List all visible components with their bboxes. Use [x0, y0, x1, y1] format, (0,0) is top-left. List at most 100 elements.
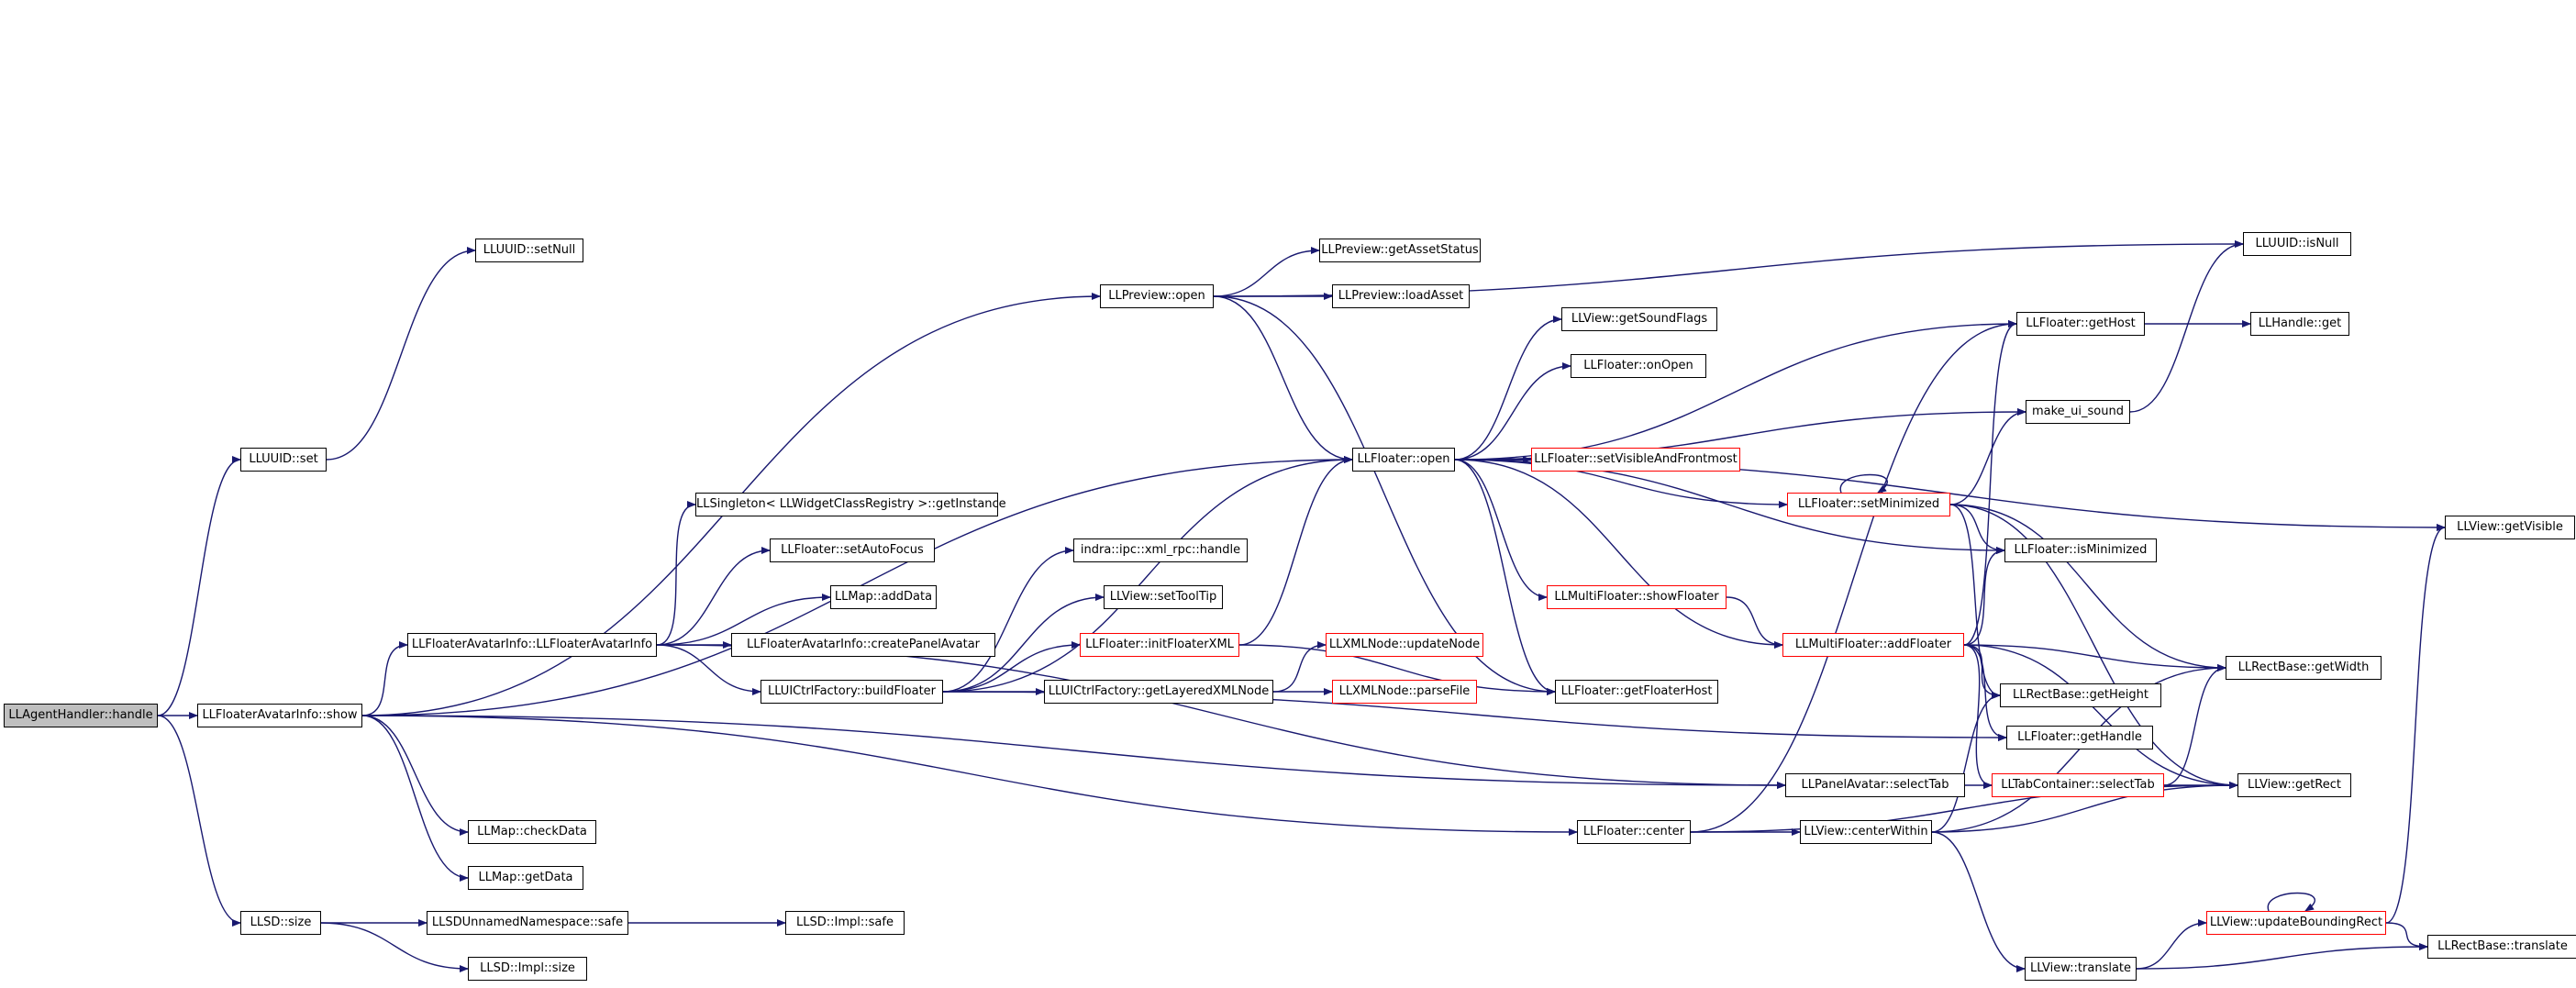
node-getheight[interactable]: LLRectBase::getHeight: [2000, 683, 2161, 707]
node-checkdata[interactable]: LLMap::checkData: [468, 820, 596, 844]
edge-setminimized-to-getwidth: [1949, 504, 2226, 672]
node-showfloater[interactable]: LLMultiFloater::showFloater: [1547, 585, 1727, 609]
edge-floater-open-to-addfloater: [1454, 459, 1783, 649]
node-favinfo-ctor[interactable]: LLFloaterAvatarInfo::LLFloaterAvatarInfo: [407, 633, 657, 657]
node-updatenode[interactable]: LLXMLNode::updateNode: [1326, 633, 1483, 657]
node-getvisible[interactable]: LLView::getVisible: [2445, 516, 2575, 539]
edge-show-to-selecttab-panel: [361, 715, 1786, 789]
edge-setminimized-to-getrect: [1949, 504, 2238, 789]
edge-preview-open-to-getassetstatus: [1213, 247, 1320, 297]
edge-handle-to-uuid-set: [157, 456, 241, 716]
node-unnamed-safe[interactable]: LLSDUnnamedNamespace::safe: [427, 911, 628, 935]
node-rect-translate[interactable]: LLRectBase::translate: [2427, 935, 2576, 959]
edge-updatebounding-to-updatebounding: [2267, 892, 2315, 912]
edge-favinfo-ctor-to-singleton: [656, 501, 696, 646]
node-settooltip[interactable]: LLView::setToolTip: [1104, 585, 1223, 609]
node-initfloaterxml[interactable]: LLFloater::initFloaterXML: [1080, 633, 1239, 657]
node-uuid-isnull[interactable]: LLUUID::isNull: [2243, 232, 2351, 256]
edge-floater-open-to-setminimized: [1454, 459, 1788, 508]
edge-showfloater-to-addfloater: [1726, 596, 1783, 649]
node-xmlrpc[interactable]: indra::ipc::xml_rpc::handle: [1073, 538, 1248, 562]
edge-setminimized-to-getheight: [1949, 504, 2001, 699]
edge-updatebounding-to-getvisible: [2385, 524, 2446, 924]
node-getrect[interactable]: LLView::getRect: [2237, 773, 2351, 797]
node-setvisfront[interactable]: LLFloater::setVisibleAndFrontmost: [1531, 448, 1740, 472]
node-floater-center[interactable]: LLFloater::center: [1577, 820, 1691, 844]
node-isminimized[interactable]: LLFloater::isMinimized: [2004, 538, 2157, 562]
node-uuid-set[interactable]: LLUUID::set: [240, 448, 327, 472]
edge-setminimized-to-isminimized: [1949, 504, 2005, 554]
edge-addfloater-to-gethandle: [1963, 644, 2007, 741]
edge-uuid-set-to-uuid-setnull: [326, 247, 476, 461]
edge-getlayered-to-updatenode: [1272, 641, 1327, 693]
edge-show-to-favinfo-ctor: [361, 641, 408, 716]
node-getdata[interactable]: LLMap::getData: [468, 866, 583, 890]
node-floater-open[interactable]: LLFloater::open: [1352, 448, 1455, 472]
node-setminimized[interactable]: LLFloater::setMinimized: [1787, 493, 1950, 516]
edge-preview-open-to-getfloaterhost: [1213, 295, 1556, 695]
node-adddata[interactable]: LLMap::addData: [830, 585, 937, 609]
node-gethandle[interactable]: LLFloater::getHandle: [2006, 726, 2153, 749]
node-getassetstatus[interactable]: LLPreview::getAssetStatus: [1319, 239, 1481, 262]
node-translate[interactable]: LLView::translate: [2025, 957, 2137, 981]
edge-addfloater-to-tab-selecttab: [1963, 644, 1993, 789]
edge-initfloaterxml-to-getfloaterhost: [1238, 644, 1556, 695]
node-show[interactable]: LLFloaterAvatarInfo::show: [197, 704, 362, 727]
node-getwidth[interactable]: LLRectBase::getWidth: [2226, 656, 2382, 680]
edge-floater-open-to-getfloaterhost: [1454, 459, 1556, 695]
edge-centerwithin-to-getheight: [1931, 692, 2001, 833]
edge-addfloater-to-getrect: [1963, 644, 2238, 789]
edge-favinfo-ctor-to-buildfloater: [656, 644, 761, 695]
edge-show-to-getdata: [361, 715, 469, 882]
edge-buildfloater-to-xmlrpc: [942, 547, 1074, 693]
node-llhandle-get[interactable]: LLHandle::get: [2250, 312, 2349, 336]
node-parsefile[interactable]: LLXMLNode::parseFile: [1332, 680, 1477, 704]
node-addfloater[interactable]: LLMultiFloater::addFloater: [1782, 633, 1964, 657]
node-gethost[interactable]: LLFloater::getHost: [2016, 312, 2145, 336]
edge-favinfo-ctor-to-adddata: [656, 594, 831, 646]
edge-floater-open-to-onopen: [1454, 362, 1571, 461]
node-updatebounding[interactable]: LLView::updateBoundingRect: [2206, 911, 2386, 935]
node-singleton[interactable]: LLSingleton< LLWidgetClassRegistry >::ge…: [695, 493, 1006, 516]
edge-favinfo-ctor-to-setautofocus: [656, 547, 771, 646]
node-impl-safe[interactable]: LLSD::Impl::safe: [785, 911, 905, 935]
edge-updatebounding-to-rect-translate: [2385, 922, 2428, 950]
node-impl-size[interactable]: LLSD::Impl::size: [468, 957, 587, 981]
edge-centerwithin-to-translate: [1931, 831, 2026, 972]
edge-translate-to-rect-translate: [2136, 943, 2428, 970]
edge-preview-open-to-floater-open: [1213, 295, 1353, 463]
edge-buildfloater-to-settooltip: [942, 594, 1105, 693]
edge-translate-to-updatebounding: [2136, 919, 2207, 970]
edge-setminimized-to-make-ui-sound: [1949, 408, 2026, 505]
edge-make-ui-sound-to-uuid-isnull: [2129, 240, 2244, 413]
node-tab-selecttab[interactable]: LLTabContainer::selectTab: [1992, 773, 2164, 797]
node-getlayered[interactable]: LLUICtrlFactory::getLayeredXMLNode: [1044, 680, 1273, 704]
node-llsd-size[interactable]: LLSD::size: [240, 911, 321, 935]
node-buildfloater[interactable]: LLUICtrlFactory::buildFloater: [761, 680, 943, 704]
node-onopen[interactable]: LLFloater::onOpen: [1571, 354, 1706, 378]
node-preview-open[interactable]: LLPreview::open: [1100, 284, 1214, 308]
node-make-ui-sound[interactable]: make_ui_sound: [2026, 400, 2130, 424]
node-loadasset[interactable]: LLPreview::loadAsset: [1332, 284, 1470, 308]
node-getsoundflags[interactable]: LLView::getSoundFlags: [1561, 307, 1717, 331]
edge-centerwithin-to-getrect: [1931, 782, 2238, 833]
node-handle[interactable]: LLAgentHandler::handle: [4, 704, 158, 727]
node-createpanel[interactable]: LLFloaterAvatarInfo::createPanelAvatar: [731, 633, 995, 657]
node-getfloaterhost[interactable]: LLFloater::getFloaterHost: [1555, 680, 1718, 704]
edge-tab-selecttab-to-getwidth: [2163, 664, 2226, 786]
edge-initfloaterxml-to-floater-open: [1238, 456, 1353, 646]
edge-buildfloater-to-floater-open: [942, 456, 1353, 693]
edge-buildfloater-to-initfloaterxml: [942, 641, 1081, 693]
edge-addfloater-to-getheight: [1963, 644, 2001, 699]
node-setautofocus[interactable]: LLFloater::setAutoFocus: [770, 538, 935, 562]
edge-addfloater-to-isminimized: [1963, 547, 2005, 646]
edge-centerwithin-to-getwidth: [1931, 664, 2226, 833]
node-selecttab-panel[interactable]: LLPanelAvatar::selectTab: [1785, 773, 1965, 797]
node-uuid-setnull[interactable]: LLUUID::setNull: [475, 239, 583, 262]
edge-addfloater-to-getwidth: [1963, 644, 2226, 672]
node-centerwithin[interactable]: LLView::centerWithin: [1800, 820, 1932, 844]
edge-show-to-floater-center: [361, 715, 1578, 836]
edge-floater-center-to-gethost: [1690, 320, 2017, 833]
